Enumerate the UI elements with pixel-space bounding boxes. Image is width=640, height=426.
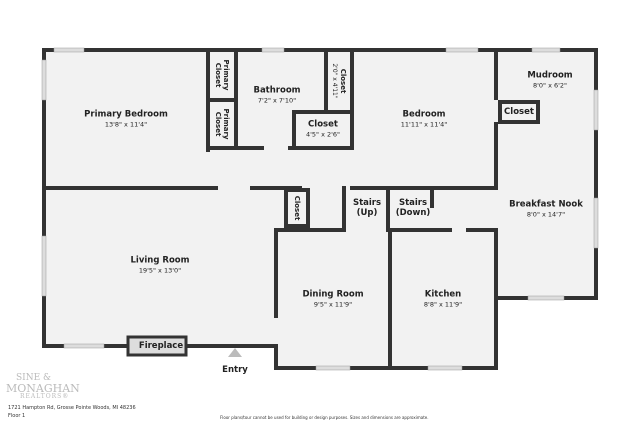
room-name: Primary Bedroom	[84, 109, 168, 120]
room-name: Stairs (Up)	[352, 198, 382, 218]
room-name: Primary Closet	[214, 59, 230, 91]
room-name: Breakfast Nook	[509, 199, 583, 210]
room-primary-closet-1: Primary Closet	[214, 55, 230, 95]
room-name: Closet	[504, 107, 534, 117]
room-stairs-down: Stairs (Down)	[393, 198, 433, 218]
room-name: Mudroom	[527, 70, 573, 81]
room-name: Primary Closet	[214, 108, 230, 140]
address-text: 1721 Hampton Rd, Grosse Pointe Woods, MI…	[8, 405, 136, 411]
room-dims: 8'8" x 11'9"	[423, 300, 463, 309]
room-name: Closet	[293, 195, 301, 221]
realtor-logo: SINE & MONAGHAN REALTORS®	[6, 374, 80, 400]
entry-text: Entry	[222, 365, 248, 375]
room-name: Closet	[339, 68, 347, 94]
room-dims: 2'0" x 4'11"	[331, 63, 338, 99]
room-dims: 4'5" x 2'6"	[305, 130, 341, 139]
entry-label: Entry	[222, 365, 248, 375]
room-name: Kitchen	[424, 289, 462, 300]
room-name: Fireplace	[138, 341, 184, 351]
fireplace-label: Fireplace	[139, 341, 183, 351]
room-dims: 9'5" x 11'9"	[313, 300, 353, 309]
room-hall-closet: Closet	[293, 196, 301, 221]
room-dims: 8'0" x 6'2"	[532, 81, 568, 90]
entry-arrow-icon	[228, 348, 242, 357]
room-dims: 13'8" x 11'4"	[104, 120, 148, 129]
logo-line1: SINE &	[16, 373, 52, 383]
room-primary-closet-2: Primary Closet	[214, 104, 230, 144]
room-dims: 7'2" x 7'10"	[257, 96, 297, 105]
room-name: Living Room	[130, 255, 190, 266]
room-name: Dining Room	[302, 289, 364, 300]
room-dims: 11'11" x 11'4"	[400, 120, 448, 129]
room-name: Bathroom	[253, 85, 301, 96]
floor-label: Floor 1	[8, 413, 26, 419]
logo-line2: MONAGHAN	[6, 382, 80, 395]
disclaimer-text: Floor plans/tour cannot be used for buil…	[220, 415, 429, 420]
room-mudroom-closet: Closet	[504, 107, 534, 117]
room-dims: 8'0" x 14'7"	[526, 210, 566, 219]
room-name: Bedroom	[402, 109, 446, 120]
room-name: Stairs (Down)	[395, 198, 431, 218]
room-name: Closet	[308, 119, 338, 130]
room-stairs-up: Stairs (Up)	[347, 198, 387, 218]
room-dims: 19'5" x 13'0"	[138, 266, 182, 275]
fireplace-shape	[126, 335, 188, 357]
logo-line3: REALTORS®	[20, 393, 70, 400]
